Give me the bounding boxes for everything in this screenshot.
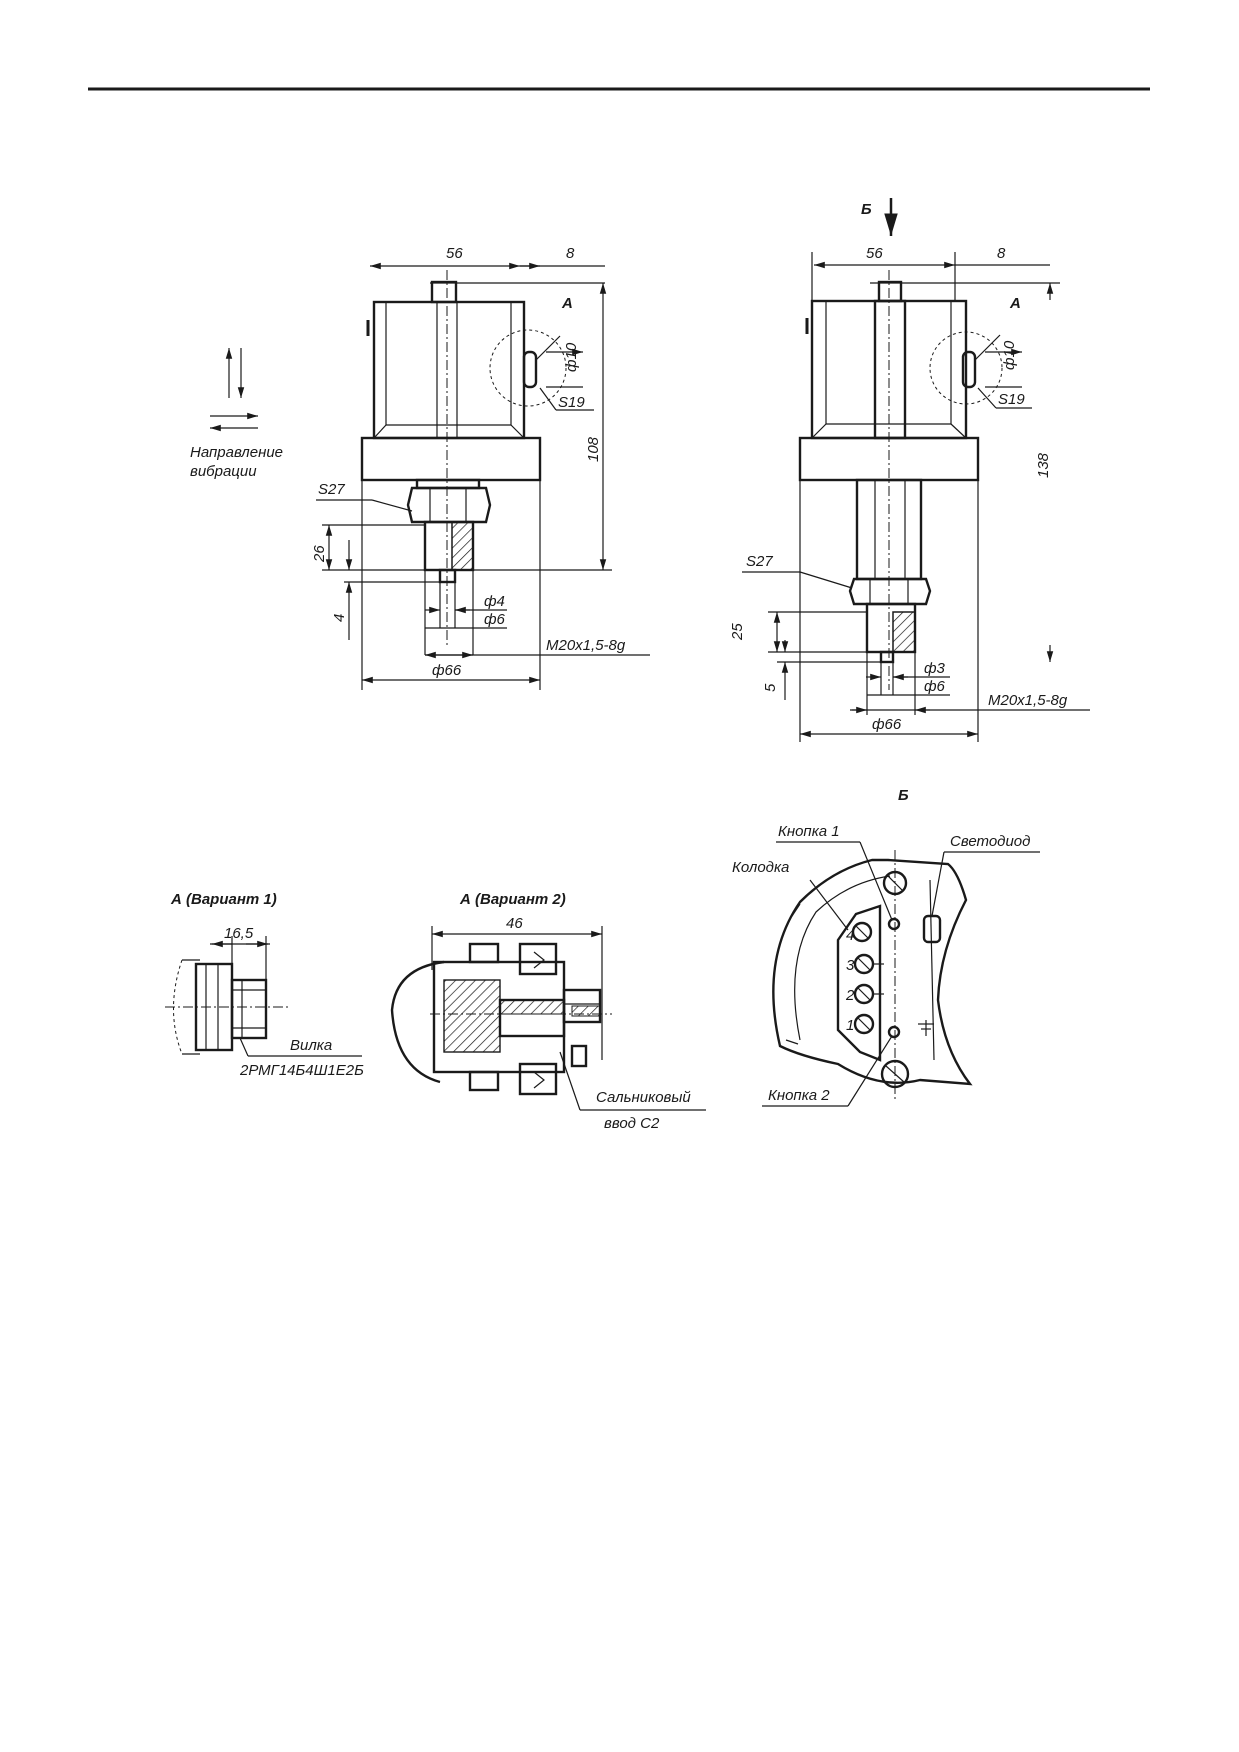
left-dim-56: 56 [446, 245, 463, 262]
left-h108: 108 [585, 436, 602, 462]
vibration-label-2: вибрации [190, 463, 257, 480]
variant1-plug-code: 2РМГ14Б4Ш1Е2Б [239, 1062, 364, 1079]
terminal-screw-icon [851, 921, 873, 943]
left-phi6: ф6 [484, 611, 506, 628]
led-label: Светодиод [950, 833, 1030, 850]
right-h25: 25 [729, 623, 746, 641]
terminal-screw-icon [853, 1013, 875, 1035]
right-detail-a: A [1009, 295, 1021, 312]
right-phi66: ф66 [872, 716, 902, 733]
left-phi66: ф66 [432, 662, 462, 679]
terminal-4: 4 [846, 927, 854, 944]
ground-icon [918, 1020, 934, 1036]
right-phi6: ф6 [924, 678, 946, 695]
variant2-detail: А (Вариант 2) 46 Сальниковый ввод С2 [390, 891, 706, 1132]
terminal-3: 3 [846, 957, 855, 974]
variant2-gland-1: Сальниковый [596, 1089, 691, 1106]
terminal-screw-icon [853, 983, 875, 1005]
variant2-dim: 46 [506, 915, 523, 932]
left-dim-8: 8 [566, 245, 575, 262]
terminal-screw-icon [853, 953, 875, 975]
left-sensor-view: 56 8 A ф10 S19 [311, 245, 650, 690]
right-h5: 5 [762, 683, 779, 692]
button1-label: Кнопка 1 [778, 823, 840, 840]
left-phi4: ф4 [484, 593, 505, 610]
left-thread: M20x1,5-8g [546, 637, 626, 654]
right-sensor-view: Б 56 8 A [729, 198, 1090, 742]
left-detail-a: A [561, 295, 573, 312]
variant1-detail: А (Вариант 1) 16,5 Вилка 2РМГ14Б4Ш1Е2Б [165, 891, 364, 1079]
right-thread: M20x1,5-8g [988, 692, 1068, 709]
left-phi10: ф10 [563, 342, 580, 372]
left-h4: 4 [331, 614, 348, 622]
left-s19: S19 [558, 394, 585, 411]
right-view-b: Б [861, 201, 872, 218]
variant1-plug-label: Вилка [290, 1037, 332, 1054]
right-phi10: ф10 [1001, 340, 1018, 370]
left-h26: 26 [311, 545, 328, 563]
left-s27: S27 [318, 481, 345, 498]
right-dim-56: 56 [866, 245, 883, 262]
view-b-title: Б [898, 787, 909, 804]
view-b-detail: Б 1 2 3 4 [732, 787, 1040, 1107]
variant2-gland-2: ввод С2 [604, 1115, 660, 1132]
terminal-2: 2 [845, 987, 855, 1004]
right-h138: 138 [1035, 452, 1052, 478]
right-s27: S27 [746, 553, 773, 570]
right-s19: S19 [998, 391, 1025, 408]
right-dim-8: 8 [997, 245, 1006, 262]
variant1-dim: 16,5 [224, 925, 254, 942]
variant1-title: А (Вариант 1) [170, 891, 277, 908]
right-phi3: ф3 [924, 660, 946, 677]
block-label: Колодка [732, 859, 789, 876]
button2-label: Кнопка 2 [768, 1087, 830, 1104]
vibration-label-1: Направление [190, 444, 283, 461]
variant2-title: А (Вариант 2) [459, 891, 566, 908]
vibration-direction-icon [210, 348, 258, 432]
terminal-1: 1 [846, 1017, 854, 1034]
